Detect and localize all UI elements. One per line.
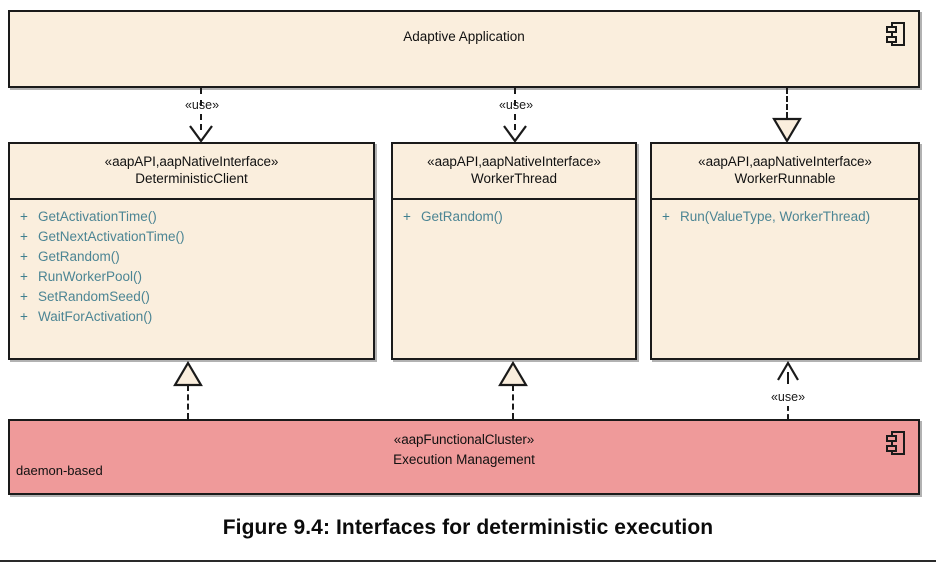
component-icon-tab-top xyxy=(886,435,897,442)
workerrunnable-name: WorkerRunnable xyxy=(734,171,836,186)
arrowhead-open-down-deterministicclient xyxy=(189,125,213,143)
arrowhead-open-down-workerthread xyxy=(503,125,527,143)
component-icon-body xyxy=(891,431,905,455)
interface-box-workerrunnable: «aapAPI,aapNativeInterface» WorkerRunnab… xyxy=(650,142,920,360)
interface-box-workerthread: «aapAPI,aapNativeInterface» WorkerThread… xyxy=(391,142,637,360)
operation-visibility: + xyxy=(20,229,28,244)
connector-app-workerthread-label: «use» xyxy=(498,98,534,112)
deterministicclient-stereotype: «aapAPI,aapNativeInterface» xyxy=(104,154,279,169)
arrowhead-hollow-triangle-up-deterministicclient xyxy=(173,360,203,387)
connector-app-workerthread-line-lower xyxy=(514,114,516,130)
operation-signature: RunWorkerPool() xyxy=(38,269,143,284)
operation-row: + GetRandom() xyxy=(393,207,635,227)
component-icon xyxy=(886,22,906,46)
operation-signature: GetRandom() xyxy=(38,249,120,264)
workerthread-header: «aapAPI,aapNativeInterface» WorkerThread xyxy=(393,144,635,188)
adaptive-application-title: Adaptive Application xyxy=(403,29,525,44)
connector-app-workerthread-line-upper xyxy=(514,88,516,106)
operation-row: + WaitForActivation() xyxy=(10,307,373,327)
connector-app-deterministicclient-line-upper xyxy=(200,88,202,106)
connector-app-deterministicclient-line-lower xyxy=(200,114,202,130)
connector-execmgmt-workerrunnable-line-lower xyxy=(787,406,789,419)
adaptive-application-component: Adaptive Application xyxy=(8,10,920,88)
workerthread-operations: + GetRandom() xyxy=(393,198,635,227)
workerrunnable-stereotype: «aapAPI,aapNativeInterface» xyxy=(698,154,872,169)
operation-visibility: + xyxy=(20,309,28,324)
execution-management-stereotype: «aapFunctionalCluster» xyxy=(393,432,535,447)
workerrunnable-operations: + Run(ValueType, WorkerThread) xyxy=(652,198,918,227)
connector-app-deterministicclient-label: «use» xyxy=(184,98,220,112)
component-icon-body xyxy=(891,22,905,46)
page-bottom-rule xyxy=(0,560,936,562)
workerrunnable-divider xyxy=(652,198,918,200)
operation-signature: Run(ValueType, WorkerThread) xyxy=(680,209,871,224)
operation-visibility: + xyxy=(403,209,411,224)
execution-management-name: Execution Management xyxy=(393,452,535,467)
operation-signature: GetActivationTime() xyxy=(38,209,157,224)
connector-execmgmt-workerrunnable-label: «use» xyxy=(770,390,806,404)
deterministicclient-operations: + GetActivationTime() + GetNextActivatio… xyxy=(10,198,373,327)
figure-caption: Figure 9.4: Interfaces for deterministic… xyxy=(222,516,714,539)
arrowhead-hollow-triangle-up-workerthread xyxy=(498,360,528,387)
operation-row: + GetNextActivationTime() xyxy=(10,227,373,247)
operation-row: + Run(ValueType, WorkerThread) xyxy=(652,207,918,227)
operation-visibility: + xyxy=(20,249,28,264)
operation-row: + RunWorkerPool() xyxy=(10,267,373,287)
component-icon-tab-top xyxy=(886,26,897,33)
operation-signature: GetNextActivationTime() xyxy=(38,229,185,244)
workerthread-stereotype: «aapAPI,aapNativeInterface» xyxy=(427,154,601,169)
workerrunnable-header: «aapAPI,aapNativeInterface» WorkerRunnab… xyxy=(652,144,918,188)
operation-signature: WaitForActivation() xyxy=(38,309,153,324)
operation-visibility: + xyxy=(20,209,28,224)
operation-row: + GetActivationTime() xyxy=(10,207,373,227)
operation-visibility: + xyxy=(20,269,28,284)
workerthread-divider xyxy=(393,198,635,200)
execution-management-side-label: daemon-based xyxy=(16,463,103,478)
workerthread-name: WorkerThread xyxy=(470,171,558,186)
operation-row: + SetRandomSeed() xyxy=(10,287,373,307)
connector-execmgmt-deterministicclient-line xyxy=(187,385,189,419)
operation-row: + GetRandom() xyxy=(10,247,373,267)
connector-app-workerrunnable-line xyxy=(786,88,788,118)
connector-execmgmt-workerthread-line xyxy=(512,385,514,419)
operation-signature: GetRandom() xyxy=(421,209,503,224)
arrowhead-hollow-triangle-down-workerrunnable xyxy=(772,117,802,144)
adaptive-application-header: Adaptive Application xyxy=(10,12,918,46)
component-icon-tab-bottom xyxy=(886,445,897,452)
connector-execmgmt-workerrunnable-line-upper xyxy=(787,372,789,384)
operation-visibility: + xyxy=(20,289,28,304)
execution-management-header: «aapFunctionalCluster» Execution Managem… xyxy=(10,431,918,469)
component-icon-tab-bottom xyxy=(886,36,897,43)
operation-signature: SetRandomSeed() xyxy=(38,289,150,304)
component-icon xyxy=(886,431,906,455)
deterministicclient-name: DeterministicClient xyxy=(135,171,248,186)
deterministicclient-header: «aapAPI,aapNativeInterface» Deterministi… xyxy=(10,144,373,188)
deterministicclient-divider xyxy=(10,198,373,200)
arrowhead-open-up-workerrunnable xyxy=(777,360,799,381)
functional-cluster-execution-management: «aapFunctionalCluster» Execution Managem… xyxy=(8,419,920,495)
interface-box-deterministicclient: «aapAPI,aapNativeInterface» Deterministi… xyxy=(8,142,375,360)
operation-visibility: + xyxy=(662,209,670,224)
